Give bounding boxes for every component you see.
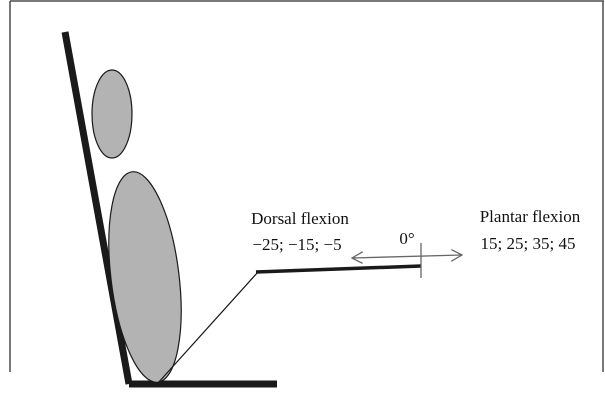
plantar-flexion-values: 15; 25; 35; 45 [481,234,576,253]
leg-line [157,271,259,384]
torso [108,171,182,383]
flexion-arrow [352,255,462,258]
foot-line [255,264,422,274]
head [91,69,133,159]
plantar-flexion-label: Plantar flexion [480,207,581,226]
dorsal-flexion-values: −25; −15; −5 [252,235,341,254]
dorsal-flexion-label: Dorsal flexion [251,209,349,228]
zero-angle-label: 0° [399,229,414,248]
backrest [61,31,133,385]
